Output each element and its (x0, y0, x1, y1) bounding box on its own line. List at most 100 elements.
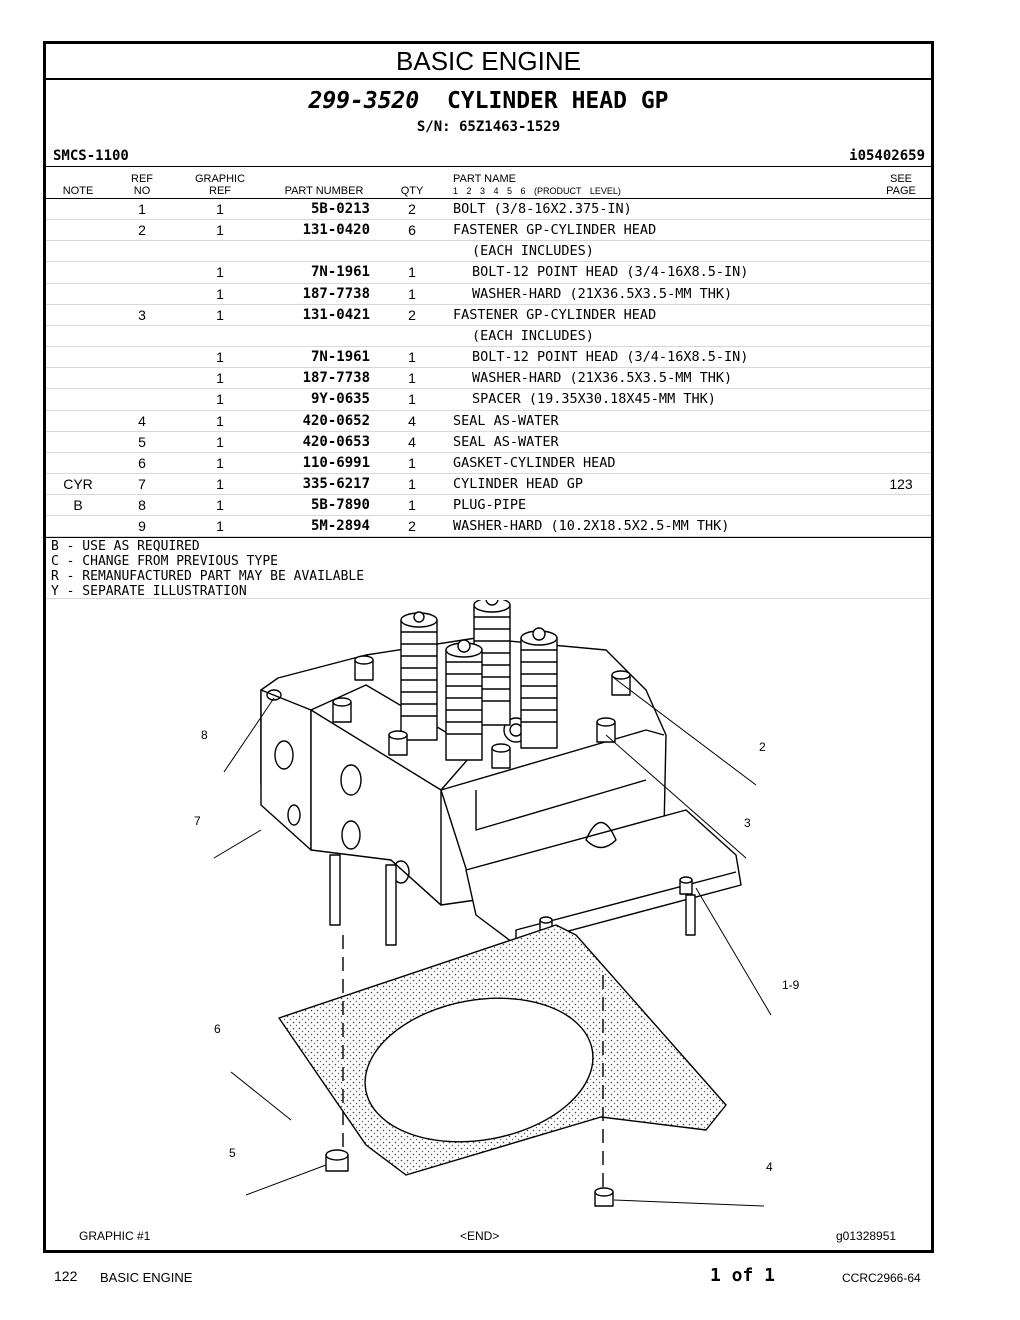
group-name: CYLINDER HEAD GP (446, 88, 669, 114)
part-graphic-ref: 1 (216, 497, 224, 514)
part-name: FASTENER GP-CYLINDER HEAD (453, 306, 657, 323)
group-number: 299-3520 (308, 88, 420, 114)
part-name: CYLINDER HEAD GP (453, 475, 584, 492)
part-ref-no: 6 (138, 454, 146, 471)
part-graphic-ref: 1 (216, 201, 224, 217)
part-note: B (73, 497, 83, 514)
part-name: GASKET-CYLINDER HEAD (453, 454, 616, 471)
part-graphic-ref: 1 (216, 433, 224, 450)
col-product-level: 1 2 3 4 5 6 (PRODUCT LEVEL) (453, 186, 621, 196)
cylinder-head-block (260, 637, 742, 946)
part-number: 420-0652 (302, 412, 370, 429)
part-number: 187-7738 (302, 285, 370, 302)
legend-item: R - REMANUFACTURED PART MAY BE AVAILABLE (51, 569, 365, 584)
part-graphic-ref: 1 (216, 391, 224, 408)
row-divider (46, 367, 931, 369)
end-marker: <END> (460, 1229, 500, 1243)
part-graphic-ref: 1 (216, 264, 224, 281)
part-qty: 1 (408, 349, 416, 366)
part-number: 131-0421 (302, 306, 370, 323)
row-divider (46, 409, 931, 411)
part-ref-no: 4 (138, 412, 146, 429)
row-divider (46, 346, 931, 348)
part-graphic-ref: 1 (216, 475, 224, 492)
row-divider (46, 430, 931, 432)
part-qty: 4 (408, 412, 416, 429)
row-divider (46, 472, 931, 474)
callout-2: 2 (759, 740, 766, 754)
row-divider (46, 494, 931, 496)
callout-6: 6 (214, 1022, 221, 1036)
part-graphic-ref: 1 (216, 349, 224, 366)
exploded-view-illustration (213, 600, 772, 1207)
notes-legend: B - USE AS REQUIRED C - CHANGE FROM PREV… (51, 539, 364, 599)
part-name: BOLT-12 POINT HEAD (3/4-16X8.5-IN) (472, 349, 749, 366)
part-graphic-ref: 1 (216, 306, 224, 323)
part-qty: 2 (408, 518, 416, 535)
row-divider (46, 282, 931, 284)
legend-rule (46, 598, 931, 599)
section-title: BASIC ENGINE (46, 44, 931, 80)
part-name: BOLT (3/8-16X2.375-IN) (453, 201, 632, 217)
seal-5 (325, 1149, 349, 1172)
part-name: SEAL AS-WATER (453, 412, 559, 429)
smcs-code: SMCS-1100 (53, 148, 129, 164)
row-divider (46, 451, 931, 453)
part-see-page: 123 (889, 475, 913, 492)
part-ref-no: 2 (138, 222, 146, 239)
part-graphic-ref: 1 (216, 412, 224, 429)
group-heading: 299-3520 CYLINDER HEAD GP (46, 88, 931, 114)
part-number: 5M-2894 (310, 518, 370, 535)
part-number: 9Y-0635 (310, 391, 370, 408)
col-qty: QTY (400, 185, 424, 197)
part-name: (EACH INCLUDES) (472, 243, 594, 260)
header-rule (46, 166, 931, 167)
row-divider (46, 536, 931, 538)
col-note: NOTE (62, 185, 94, 197)
part-number: 7N-1961 (310, 264, 370, 281)
catalog-page-frame: BASIC ENGINE 299-3520 CYLINDER HEAD GP S… (43, 41, 934, 1253)
callout-4: 4 (766, 1160, 773, 1174)
part-number: 5B-7890 (310, 497, 370, 514)
part-qty: 1 (408, 454, 416, 471)
part-number: 110-6991 (302, 454, 370, 471)
row-divider (46, 219, 931, 221)
part-number: 187-7738 (302, 370, 370, 387)
row-divider (46, 324, 931, 326)
part-number: 7N-1961 (310, 349, 370, 366)
part-qty: 1 (408, 285, 416, 302)
illustration-id: i05402659 (849, 148, 925, 164)
doc-id: CCRC2966-64 (842, 1271, 921, 1285)
callout-3: 3 (744, 816, 751, 830)
seal-4 (594, 1187, 614, 1207)
part-qty: 6 (408, 222, 416, 239)
page-of: 1 of 1 (710, 1265, 776, 1286)
footer-section: BASIC ENGINE (100, 1270, 193, 1285)
part-name: PLUG-PIPE (453, 497, 527, 514)
part-qty: 2 (408, 201, 416, 217)
table-row: (EACH INCLUDES) (46, 326, 931, 347)
row-divider (46, 388, 931, 390)
table-row: 4 1 420-0652 4 SEAL AS-WATER (46, 411, 931, 432)
part-ref-no: 7 (138, 475, 146, 492)
legend-item: C - CHANGE FROM PREVIOUS TYPE (51, 554, 278, 569)
part-qty: 1 (408, 391, 416, 408)
col-part-number: PART NUMBER (284, 185, 364, 197)
table-row: 1 7N-1961 1 BOLT-12 POINT HEAD (3/4-16X8.5-… (46, 347, 931, 368)
part-note: CYR (63, 475, 93, 492)
callout-8: 8 (201, 728, 208, 742)
